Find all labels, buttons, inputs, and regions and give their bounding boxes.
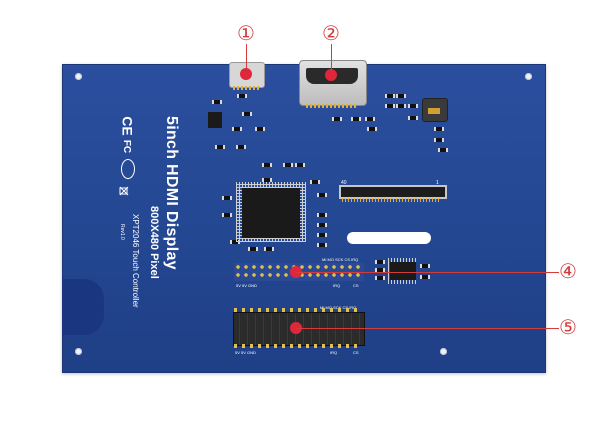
header-bottom-cs-label: CS [353,350,359,355]
smd-capacitor [408,104,418,108]
weee-bin-icon [119,185,131,197]
pcb-edge-tab [62,279,104,335]
smd-capacitor [295,163,305,167]
header-top-irq-label: IRQ [333,283,341,288]
smd-capacitor [264,247,274,251]
mount-hole [440,348,447,355]
smd-capacitor [375,276,385,280]
hdmi-pins [306,104,358,108]
smd-capacitor [283,163,293,167]
smd-capacitor [396,104,406,108]
ccc-mark [121,159,135,179]
callout-number-2: ② [322,23,340,45]
board-controller: XPT2046 Touch Controller [131,214,140,308]
smd-capacitor [420,264,430,268]
smd-capacitor [396,94,406,98]
regulator-ic [208,112,222,128]
gpio-header-bottom-pins-top [234,308,362,312]
fpc-connector [339,185,447,199]
header-bottom-irq-label: IRQ [330,350,338,355]
header-top-signal-labels: MI MO SCK CS IRQ [322,257,359,262]
header-top-power-labels: 5V 5V GND [236,283,257,288]
marker-dot-hdmi [325,69,337,81]
gpio-header-bottom-pins-bottom [234,344,362,348]
smd-capacitor [230,240,240,244]
ce-mark: CE [119,116,136,136]
smd-capacitor [222,213,232,217]
smd-capacitor [434,127,444,131]
fc-mark: FC [121,139,133,154]
smd-capacitor [317,213,327,217]
smd-capacitor [375,268,385,272]
header-top-cs-label: CS [353,283,359,288]
smd-capacitor [367,127,377,131]
ribbon-slot [347,232,431,244]
inductor-pad [428,108,440,114]
board-title: 5inch HDMI Display [163,116,180,270]
smd-capacitor [248,247,258,251]
main-controller-chip [242,188,300,238]
callout-line-1 [246,44,247,70]
fpc-pin40-label: 40 [341,180,347,186]
smd-capacitor [365,117,375,121]
callout-number-4: ④ [559,261,577,283]
callout-number-1: ① [237,23,255,45]
callout-number-5: ⑤ [559,317,577,339]
header-bottom-power-labels: 5V 5V GND [235,350,256,355]
callout-line-2 [331,44,332,71]
mount-hole [75,73,82,80]
marker-dot-usb [240,68,252,80]
callout-line-4 [296,272,559,273]
usb-pins [233,86,259,90]
header-bottom-signal-labels: MI MO SCK CS IRQ [320,305,356,310]
smd-capacitor [420,275,430,279]
callout-line-5 [296,328,559,329]
smd-capacitor [237,94,247,98]
mount-hole [75,348,82,355]
smd-capacitor [351,117,361,121]
smd-capacitor [408,116,418,120]
smd-capacitor [385,104,395,108]
smd-capacitor [317,233,327,237]
board-revision: Rev1.0 [119,224,125,240]
smd-capacitor [255,127,265,131]
smd-capacitor [317,223,327,227]
smd-capacitor [242,112,252,116]
fpc-pins [342,198,440,202]
smd-capacitor [232,127,242,131]
smd-capacitor [212,100,222,104]
fpc-pin1-label: 1 [436,180,439,186]
smd-capacitor [438,148,448,152]
smd-capacitor [385,94,395,98]
smd-capacitor [215,145,225,149]
smd-capacitor [375,260,385,264]
smd-capacitor [434,138,444,142]
board-resolution: 800X480 Pixel [148,206,160,279]
smd-capacitor [236,145,246,149]
touch-controller-chip [390,262,416,280]
smd-capacitor [310,180,320,184]
smd-capacitor [222,196,232,200]
smd-capacitor [317,193,327,197]
smd-capacitor [262,178,272,182]
smd-capacitor [317,243,327,247]
smd-capacitor [332,117,342,121]
mount-hole [525,73,532,80]
smd-capacitor [262,163,272,167]
